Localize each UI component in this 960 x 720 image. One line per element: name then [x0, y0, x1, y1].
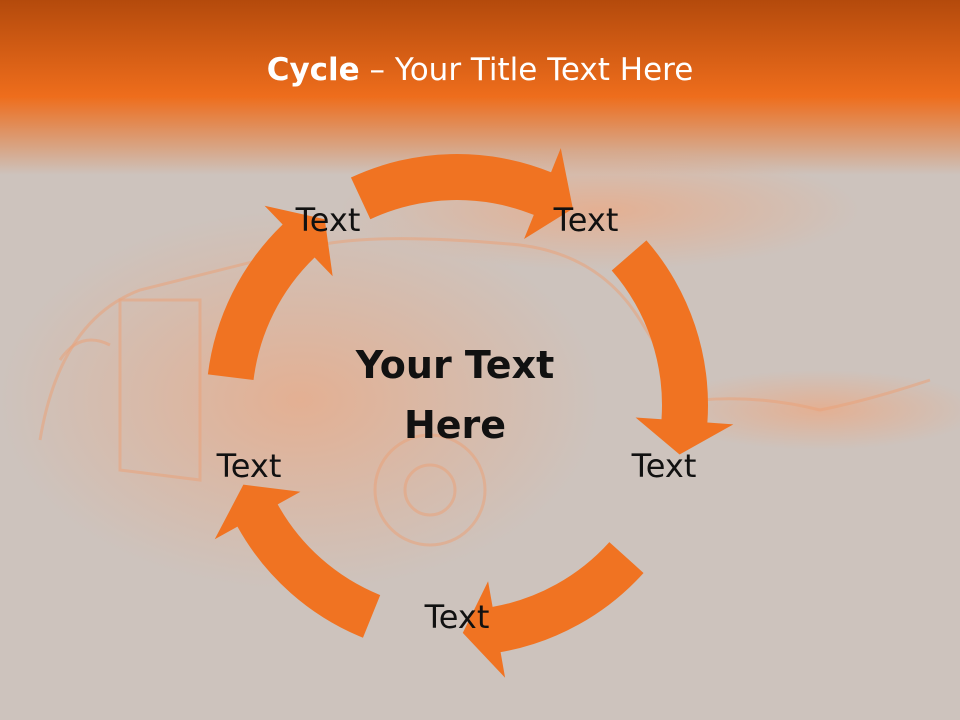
arrow-bottom-right-shape [462, 542, 644, 678]
slide-title: Cycle – Your Title Text Here [0, 52, 960, 88]
cycle-label-left: Text [216, 447, 282, 485]
cycle-label-right: Text [631, 447, 697, 485]
cycle-label-top-right: Text [553, 201, 619, 239]
arrow-bottom-left-shape [214, 484, 381, 638]
title-bold: Cycle [266, 52, 360, 88]
arrow-top-shape [350, 148, 573, 240]
car-silhouette [38, 237, 931, 547]
cycle-label-top-left: Text [295, 201, 361, 239]
center-text: Your Text Here [325, 335, 585, 455]
cycle-label-bottom: Text [424, 598, 490, 636]
center-text-line2: Here [403, 403, 507, 447]
arrow-right-shape [611, 240, 734, 455]
title-rest: – Your Title Text Here [359, 52, 694, 88]
center-text-line1: Your Text [355, 343, 555, 387]
arrow-left-shape [207, 205, 333, 381]
